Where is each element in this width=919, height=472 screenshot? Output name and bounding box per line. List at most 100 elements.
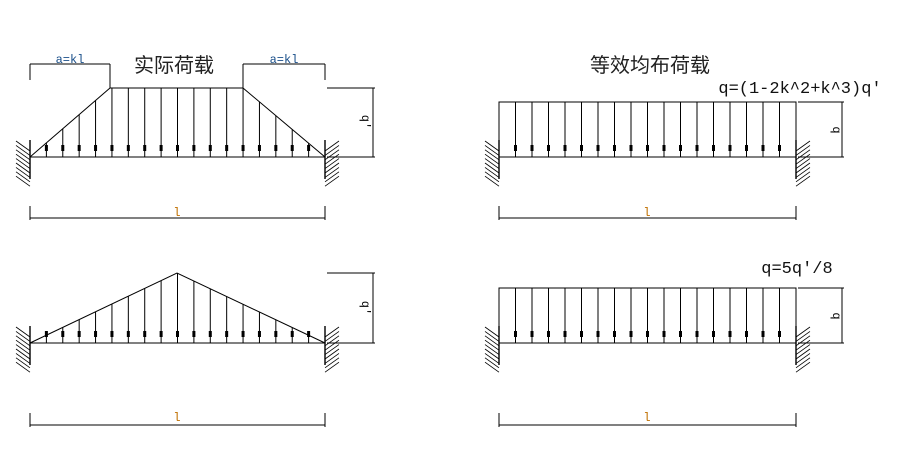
equivalent-uniform-1-arrow-head [530,145,534,151]
actual-triangle-arrow-head [94,331,98,337]
formula-triangle: q=5q'/8 [761,260,832,279]
equivalent-uniform-1-arrow-head [580,145,583,151]
actual-triangle-support-left-hatch [15,326,31,338]
equivalent-uniform-2-arrow-head [580,331,583,337]
actual-trapezoid-support-right-hatch [324,153,340,165]
actual-triangle-support-left-hatch [15,357,31,369]
dim-label-qprime-2: q' [358,301,372,315]
actual-triangle-arrow-head [257,331,261,337]
equivalent-uniform-1-support-left-hatch [484,175,500,187]
actual-triangle-arrow-head [77,331,81,337]
equivalent-uniform-2-arrow-head [679,331,682,337]
equivalent-uniform-2-support-left-hatch [484,339,500,351]
actual-trapezoid-support-right-hatch [324,145,340,156]
equivalent-uniform-2-support-left-hatch [484,335,500,347]
actual-triangle-arrow-head [307,331,311,337]
actual-trapezoid-arrow-head [307,145,311,151]
actual-trapezoid-support-left-hatch [15,158,31,169]
actual-triangle-arrow-head [274,331,278,337]
actual-trapezoid-support-left-hatch [15,171,31,183]
equivalent-uniform-1-arrow-head [679,145,682,151]
equivalent-uniform-2-arrow-head [530,331,534,337]
trapezoid-load-outline [29,87,326,158]
actual-triangle-arrow-head [159,331,163,337]
actual-triangle-support-left-hatch [15,361,31,373]
equivalent-uniform-1-support-left-hatch [484,162,500,174]
equivalent-uniform-1-arrow-head [662,145,666,151]
equivalent-uniform-1-support-right-hatch [795,145,811,156]
equivalent-uniform-2-arrow-head [514,331,517,337]
actual-triangle-support-right-hatch [324,344,340,355]
actual-trapezoid-support-left-hatch [15,140,31,152]
actual-triangle-support-right-hatch [324,353,340,364]
actual-trapezoid-support-right-hatch [324,167,340,178]
equivalent-uniform-1-arrow-head [596,145,600,151]
dim-label-q-1: q [829,126,843,133]
equivalent-uniform-1-support-right-hatch [795,171,811,183]
actual-triangle-support-right-hatch [324,326,340,338]
equivalent-uniform-2-support-left-hatch [484,353,500,364]
actual-triangle-arrow-head [225,331,229,337]
equivalent-uniform-1-arrow-head [514,145,517,151]
actual-trapezoid-arrow-head [176,145,179,151]
equivalent-uniform-1-arrow-head [695,145,699,151]
actual-trapezoid-support-left-hatch [15,153,31,165]
equivalent-uniform-2-arrow-head [613,331,616,337]
actual-triangle-arrow-head [143,331,147,337]
equivalent-uniform-2-support-right-hatch [795,361,811,373]
actual-triangle-arrow-head [110,331,114,337]
equivalent-uniform-2-support-right-hatch [795,331,811,342]
dim-label-a-right: a=kl [270,53,299,67]
actual-trapezoid-arrow-head [44,145,48,151]
actual-triangle-support-right-hatch [324,335,340,347]
actual-triangle-arrow-head [176,331,179,337]
equivalent-uniform-1-support-left-hatch [484,140,500,152]
actual-trapezoid-support-left-hatch [15,149,31,161]
actual-trapezoid-support-left-hatch [15,167,31,178]
actual-trapezoid-arrow-head [208,145,212,151]
equivalent-uniform-2-arrow-head [778,331,781,337]
actual-triangle-support-right-hatch [324,339,340,351]
actual-triangle-support-right-hatch [324,331,340,342]
actual-triangle-support-left-hatch [15,344,31,355]
actual-trapezoid-arrow-head [257,145,261,151]
equivalent-uniform-2-support-left-hatch [484,344,500,355]
actual-triangle-arrow-head [61,331,65,337]
actual-triangle-support-left-hatch [15,348,31,360]
equivalent-uniform-2-support-left-hatch [484,361,500,373]
equivalent-uniform-2-arrow-head [695,331,699,337]
equivalent-uniform-2-support-right-hatch [795,339,811,351]
actual-trapezoid-support-right-hatch [324,149,340,161]
equivalent-uniform-1-arrow-head [778,145,781,151]
actual-trapezoid-support-right-hatch [324,175,340,187]
equivalent-uniform-1-support-right-hatch [795,175,811,187]
actual-triangle-support-left-hatch [15,353,31,364]
actual-triangle-arrow-head [192,331,196,337]
actual-triangle-support-right-hatch [324,357,340,369]
equivalent-uniform-2-support-right-hatch [795,326,811,338]
equivalent-uniform-1-support-left-hatch [484,167,500,178]
actual-trapezoid-arrow-head [143,145,147,151]
equivalent-uniform-2-support-right-hatch [795,335,811,347]
equivalent-uniform-1-arrow-head [629,145,633,151]
actual-trapezoid-arrow-head [126,145,130,151]
dim-label-a-left: a=kl [56,53,85,67]
equivalent-uniform-1-arrow-head [745,145,748,151]
equivalent-uniform-2-support-left-hatch [484,357,500,369]
span-label-3: l [173,411,180,425]
actual-triangle-support-right-hatch [324,348,340,360]
actual-triangle-support-left-hatch [15,331,31,342]
actual-trapezoid-arrow-head [225,145,229,151]
equivalent-uniform-1-support-right-hatch [795,153,811,165]
actual-trapezoid-arrow-head [274,145,278,151]
actual-trapezoid-arrow-head [159,145,163,151]
equivalent-uniform-2-arrow-head [547,331,550,337]
actual-trapezoid-support-right-hatch [324,158,340,169]
equivalent-uniform-2-support-right-hatch [795,348,811,360]
equivalent-uniform-1-arrow-head [761,145,765,151]
actual-triangle-arrow-head [208,331,212,337]
equivalent-uniform-1-support-left-hatch [484,149,500,161]
span-label-2: l [643,206,650,220]
equivalent-uniform-2-support-left-hatch [484,326,500,338]
